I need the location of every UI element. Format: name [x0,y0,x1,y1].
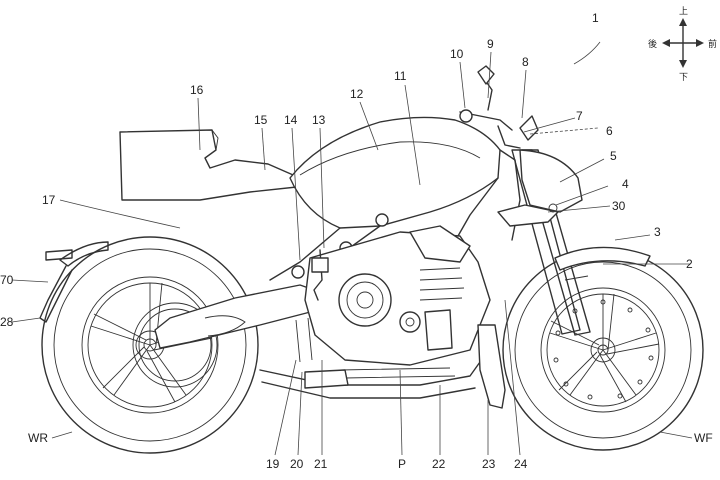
label-22: 22 [432,457,446,471]
label-2: 2 [686,257,693,271]
label-4: 4 [622,177,629,191]
label-7: 7 [576,109,583,123]
label-3: 3 [654,225,661,239]
label-10: 10 [450,47,464,61]
belly-pan [478,325,505,408]
reference-labels: 1 2 3 4 5 6 7 8 9 10 11 12 13 14 15 16 1… [0,11,713,471]
label-p: P [398,457,406,471]
label-23: 23 [482,457,496,471]
compass-rear: 後 [648,38,657,49]
label-6: 6 [606,124,613,138]
label-11: 11 [394,69,407,83]
arrow-left-icon [662,39,670,47]
label-20: 20 [290,457,304,471]
label-16: 16 [190,83,204,97]
label-19: 19 [266,457,280,471]
front-fender [555,247,650,270]
arrow-up-icon [679,18,687,26]
arrow-down-icon [679,60,687,68]
label-5: 5 [610,149,617,163]
label-70: 70 [0,273,14,287]
label-21: 21 [314,457,328,471]
label-12: 12 [350,87,364,101]
label-15: 15 [254,113,268,127]
arrow-right-icon [696,39,704,47]
label-9: 9 [487,37,494,51]
compass-front: 前 [708,38,717,49]
label-30: 30 [612,199,626,213]
compass-down: 下 [679,72,688,82]
seat-cowl [120,130,306,200]
label-1: 1 [592,11,599,25]
front-wheel [503,250,703,450]
label-13: 13 [312,113,326,127]
label-24: 24 [514,457,528,471]
rear-fender [40,242,108,322]
headlight-cowl [520,150,582,212]
direction-compass: 上 下 後 前 [648,6,717,82]
label-28: 28 [0,315,14,329]
exhaust [260,362,480,398]
rear-wheel [42,237,258,453]
swingarm [155,285,320,348]
engine [305,226,490,365]
compass-up: 上 [679,6,688,16]
label-17: 17 [42,193,56,207]
label-wf: WF [694,431,713,445]
label-8: 8 [522,55,529,69]
label-14: 14 [284,113,298,127]
label-wr: WR [28,431,48,445]
